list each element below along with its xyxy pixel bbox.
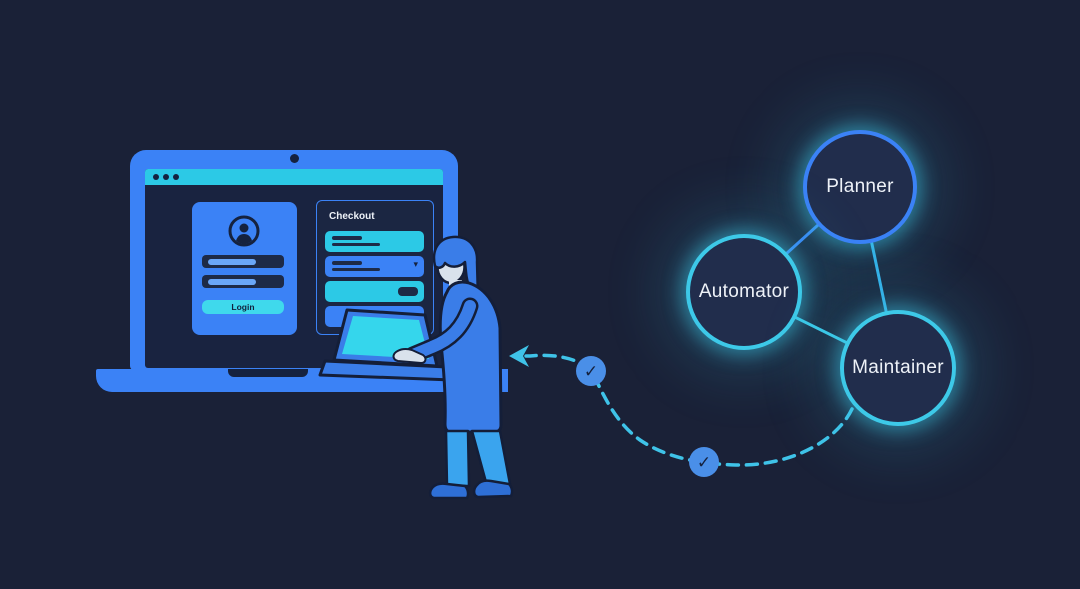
browser-toolbar	[145, 169, 443, 185]
field-text-bar	[208, 278, 256, 285]
check-badge: ✓	[576, 356, 606, 386]
node-maintainer[interactable]: Maintainer	[840, 310, 956, 426]
window-control-dot	[153, 174, 159, 180]
laptop-base-notch	[228, 369, 308, 377]
checkout-field-card[interactable]	[325, 281, 424, 302]
checkout-title: Checkout	[329, 211, 375, 222]
password-field[interactable]	[202, 275, 284, 288]
login-card: Login	[192, 202, 297, 335]
checkout-dropdown[interactable]: ▾	[325, 256, 424, 277]
node-automator[interactable]: Automator	[686, 234, 802, 350]
checkout-panel: Checkout ▾	[316, 200, 434, 335]
placeholder-text-line	[332, 236, 362, 240]
laptop-screen-frame: Login Checkout ▾	[130, 150, 458, 370]
node-maintainer-label: Maintainer	[852, 357, 944, 378]
username-field[interactable]	[202, 255, 284, 268]
node-automator-label: Automator	[698, 281, 790, 302]
laptop-screen: Login Checkout ▾	[145, 169, 443, 368]
placeholder-text-line	[332, 267, 380, 271]
field-button[interactable]	[398, 287, 418, 296]
webcam-dot	[290, 154, 299, 163]
chevron-down-icon: ▾	[413, 259, 418, 269]
checkout-field-name[interactable]	[325, 231, 424, 252]
laptop-base	[96, 369, 508, 392]
check-icon: ✓	[696, 452, 712, 472]
login-button[interactable]: Login	[202, 300, 284, 314]
arrowhead-icon	[509, 345, 529, 367]
node-planner[interactable]: Planner	[803, 130, 917, 244]
node-planner-label: Planner	[826, 176, 894, 197]
dashed-progress-path	[524, 353, 854, 467]
person-shoes	[428, 479, 514, 500]
check-badge: ✓	[689, 447, 719, 477]
placeholder-text-line	[332, 261, 362, 265]
window-control-dot	[173, 174, 179, 180]
window-control-dot	[163, 174, 169, 180]
check-icon: ✓	[583, 361, 599, 381]
placeholder-text-line	[332, 242, 380, 246]
field-text-bar	[208, 258, 256, 265]
checkout-field-bottom[interactable]	[325, 306, 424, 327]
person-legs	[444, 429, 512, 488]
user-avatar-icon	[228, 215, 260, 247]
